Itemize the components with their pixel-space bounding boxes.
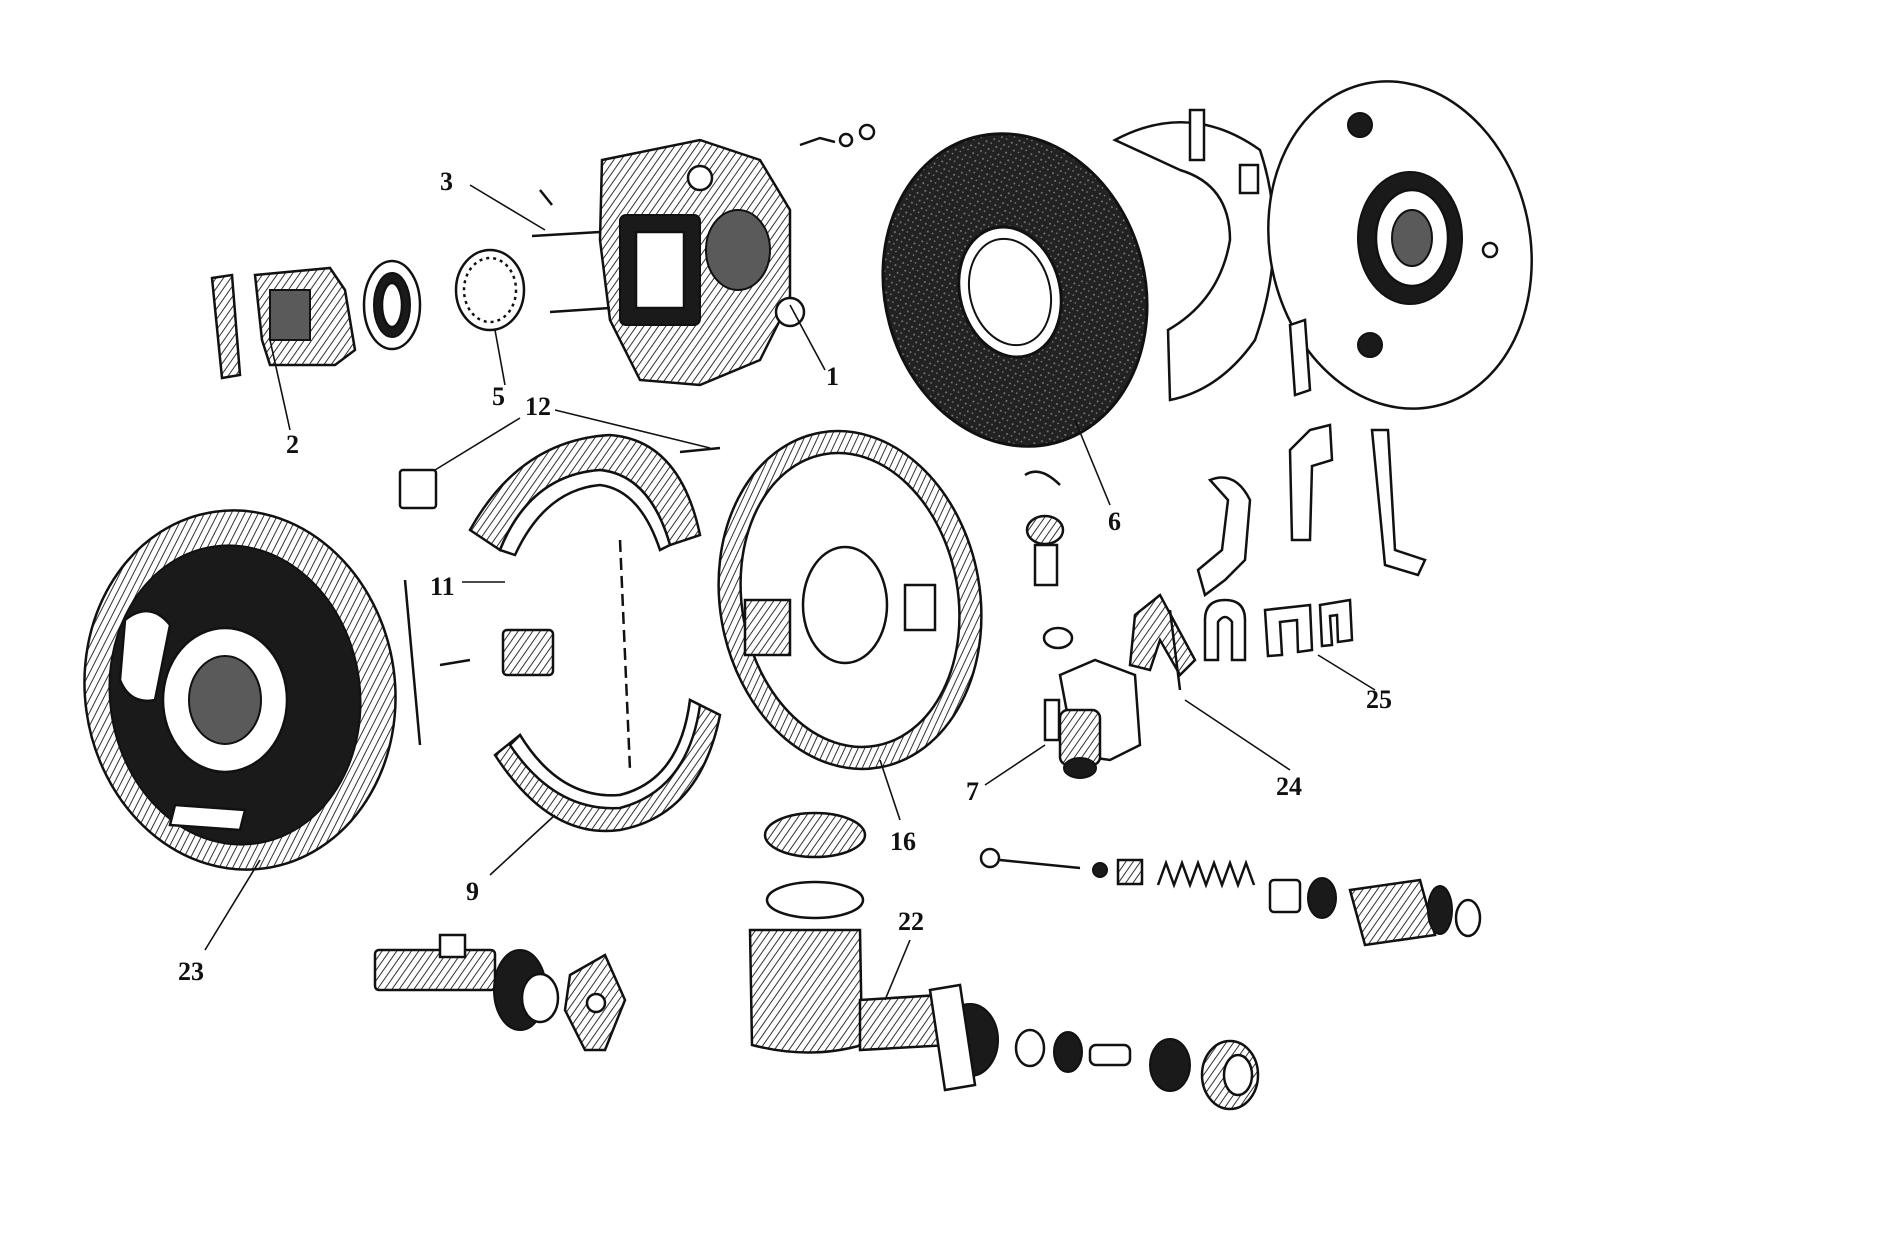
retaining-clip-part — [1203, 598, 1354, 662]
backing-plate-part — [717, 429, 983, 771]
wheel-cylinder-part — [1043, 658, 1142, 779]
slave-cylinder-parts — [979, 847, 1482, 947]
leader-lines — [204, 184, 1376, 1001]
push-rod-assembly-part — [373, 933, 627, 1052]
label-7: 7 — [966, 777, 979, 806]
brake-pad-part — [210, 259, 422, 380]
brake-drum-part — [83, 509, 397, 871]
piston-seal-part — [454, 248, 526, 332]
brake-shoe-lower-part — [493, 698, 722, 833]
label-6: 6 — [1108, 507, 1121, 536]
label-12: 12 — [525, 392, 551, 421]
bracket-part — [1196, 423, 1427, 598]
label-24: 24 — [1276, 772, 1302, 801]
label-1: 1 — [826, 362, 839, 391]
bleed-valve-part — [1024, 470, 1074, 650]
caliper-part — [531, 138, 806, 387]
label-23: 23 — [178, 957, 204, 986]
label-11: 11 — [430, 572, 455, 601]
adjuster-part — [398, 446, 721, 771]
label-2: 2 — [286, 430, 299, 459]
master-cylinder-internals-part — [1014, 1028, 1260, 1111]
splash-shield-part — [1112, 108, 1276, 402]
label-9: 9 — [466, 877, 479, 906]
part-labels: 1 2 3 5 6 7 9 11 12 16 22 23 24 25 — [178, 167, 1392, 986]
label-3: 3 — [440, 167, 453, 196]
label-16: 16 — [890, 827, 916, 856]
shim-plate-part — [1128, 593, 1197, 691]
brake-disc-part — [881, 132, 1149, 448]
bleed-screw-part — [539, 123, 876, 206]
label-5: 5 — [492, 382, 505, 411]
label-22: 22 — [898, 907, 924, 936]
hub-part — [1267, 80, 1533, 410]
label-25: 25 — [1366, 685, 1392, 714]
master-cylinder-part — [748, 811, 999, 1092]
brake-shoe-upper-part — [468, 433, 702, 557]
spring-part — [403, 579, 422, 746]
